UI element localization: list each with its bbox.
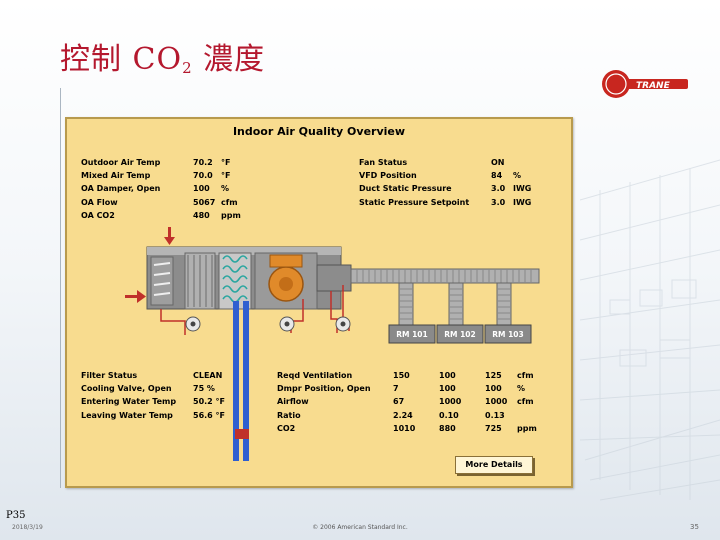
slide-number: 35 bbox=[690, 523, 699, 531]
return-air-arrow bbox=[125, 290, 146, 303]
top-right-units: % IWG IWG bbox=[513, 171, 532, 207]
outdoor-air-arrow bbox=[164, 227, 175, 245]
svg-text:TRANE: TRANE bbox=[636, 81, 671, 91]
top-left-units: °F °F % cfm ppm bbox=[221, 158, 241, 220]
filter-bank bbox=[184, 252, 216, 310]
bottom-left-labels: Filter Status Cooling Valve, Open Enteri… bbox=[81, 371, 177, 420]
slide-date: 2018/3/19 bbox=[12, 524, 43, 531]
top-left-labels: Outdoor Air Temp Mixed Air Temp OA Dampe… bbox=[81, 158, 161, 220]
vent-table-units: cfm % cfm ppm bbox=[517, 371, 537, 433]
copyright-footer: © 2006 American Standard Inc. bbox=[312, 524, 408, 531]
more-details-button[interactable]: More Details bbox=[455, 456, 533, 474]
top-right-values: ON 84 3.0 3.0 bbox=[491, 158, 506, 207]
room-102-label: RM 102 bbox=[444, 330, 476, 339]
top-left-values: 70.2 70.0 100 5067 480 bbox=[193, 158, 216, 220]
supply-fan bbox=[254, 252, 318, 310]
room-101-label: RM 101 bbox=[396, 330, 428, 339]
iaq-overview-panel: Indoor Air Quality Overview Outdoor Air … bbox=[65, 117, 573, 488]
chilled-water-pipes bbox=[233, 301, 249, 461]
supply-duct bbox=[350, 268, 540, 328]
vent-table-rm103: 125 100 1000 0.13 725 bbox=[485, 371, 508, 433]
vent-table-rm102: 100 100 1000 0.10 880 bbox=[439, 371, 462, 433]
top-right-labels: Fan Status VFD Position Duct Static Pres… bbox=[359, 158, 470, 207]
mixing-box-dampers bbox=[150, 256, 174, 306]
panel-title: Indoor Air Quality Overview bbox=[232, 125, 406, 138]
bottom-left-values: CLEAN 75 % 50.2 °F 56.6 °F bbox=[193, 371, 225, 420]
trane-logo: TRANE bbox=[602, 70, 688, 98]
slide-left-rule bbox=[60, 88, 61, 488]
air-handler-diagram: RM 101 RM 102 RM 103 bbox=[125, 227, 540, 461]
vent-table-rm101: 150 7 67 2.24 1010 bbox=[393, 371, 416, 433]
room-103-label: RM 103 bbox=[492, 330, 524, 339]
slide-title: 控制 CO2 濃度 bbox=[60, 42, 266, 77]
room-boxes: RM 101 RM 102 RM 103 bbox=[388, 324, 532, 344]
page-label: P35 bbox=[6, 510, 26, 521]
cooling-coil bbox=[218, 252, 252, 310]
sensor-gauges bbox=[185, 316, 351, 332]
vent-table-labels: Reqd Ventilation Dmpr Position, Open Air… bbox=[277, 371, 371, 433]
